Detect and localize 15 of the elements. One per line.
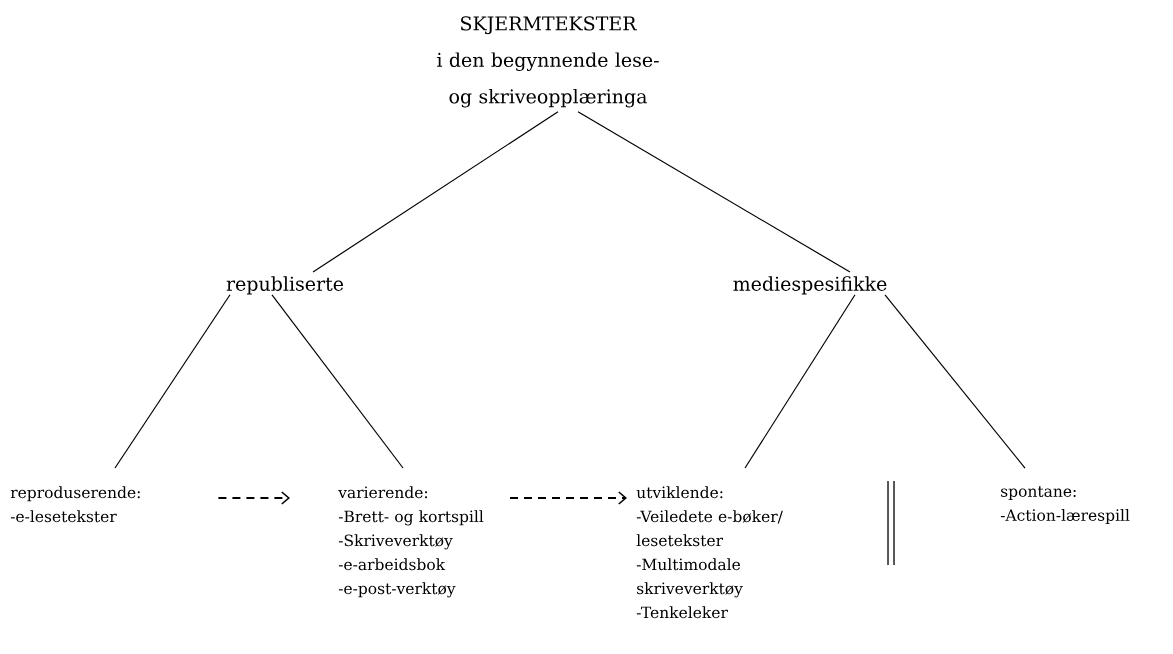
category-list: utviklende: -Veiledete e-bøker/ lesetekster -Multimodale skriveverktøy -Tenkeleker [636,486,783,619]
branch-line [884,294,1026,469]
branch-line [271,294,404,469]
dashed-arrow [217,491,290,505]
branch-line [577,111,851,273]
category-label: mediespesifikke [733,276,887,295]
branch-line [312,111,559,273]
category-list: spontane: -Action-lærespill [1000,486,1130,524]
dashed-arrow [509,491,627,505]
branch-line [744,294,856,469]
category-list: reproduserende: -e-lesetekster [10,486,140,523]
branch-line [114,294,231,469]
title-heading: SKJERMTEKSTER i den begynnende lese- og skriveopplæringa [437,16,659,108]
category-label: republiserte [226,276,344,295]
category-list: varierende: -Brett- og kortspill -Skriveverktøy -e-arbeidsbok -e-post-verktøy [338,486,484,598]
